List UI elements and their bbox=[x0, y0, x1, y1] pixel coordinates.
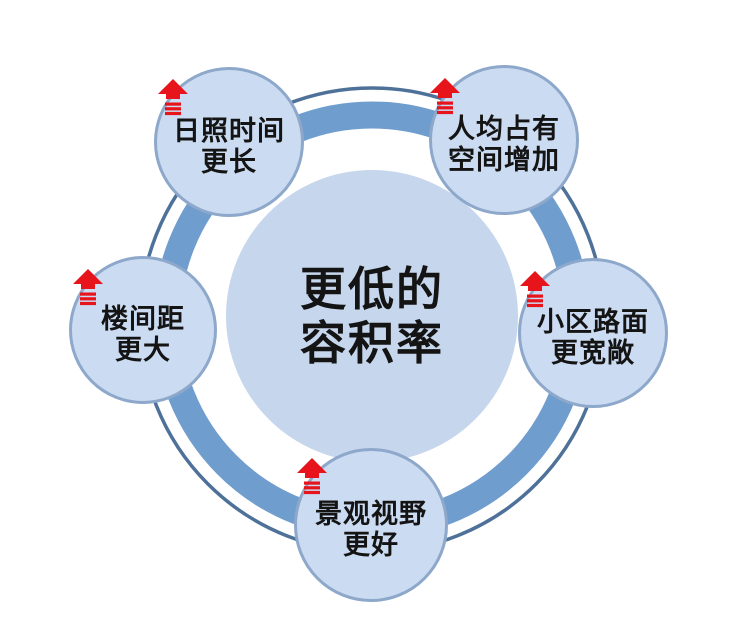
center-label-line1: 更低的 bbox=[300, 263, 444, 315]
up-arrow-icon bbox=[520, 271, 550, 308]
satellite-label-line2: 更大 bbox=[115, 335, 171, 365]
center-node: 更低的 容积率 bbox=[226, 170, 518, 462]
up-arrow-icon bbox=[430, 78, 460, 115]
center-label: 更低的 容积率 bbox=[300, 262, 444, 370]
satellite-label-line2: 空间增加 bbox=[448, 145, 560, 175]
satellite-label-line2: 更长 bbox=[201, 147, 257, 177]
up-arrow-icon bbox=[297, 458, 327, 495]
satellite-label: 日照时间 更长 bbox=[173, 106, 285, 178]
satellite-label-line1: 小区路面 bbox=[537, 307, 649, 337]
up-arrow-icon bbox=[73, 269, 103, 306]
satellite-label-line2: 更好 bbox=[343, 530, 399, 560]
satellite-label-line1: 日照时间 bbox=[173, 116, 285, 146]
satellite-label-line2: 更宽敞 bbox=[551, 338, 635, 368]
satellite-label: 楼间距 更大 bbox=[101, 294, 185, 366]
satellite-label: 景观视野 更好 bbox=[315, 489, 427, 561]
satellite-label: 人均占有 空间增加 bbox=[448, 104, 560, 176]
satellite-landscape-view: 景观视野 更好 bbox=[294, 448, 448, 602]
center-label-line2: 容积率 bbox=[300, 317, 444, 369]
up-arrow-icon bbox=[158, 79, 188, 116]
satellite-label-line1: 人均占有 bbox=[448, 114, 560, 144]
satellite-label-line1: 楼间距 bbox=[101, 304, 185, 334]
satellite-sunshine-duration: 日照时间 更长 bbox=[154, 67, 304, 217]
satellite-label: 小区路面 更宽敞 bbox=[537, 297, 649, 369]
satellite-label-line1: 景观视野 bbox=[315, 499, 427, 529]
